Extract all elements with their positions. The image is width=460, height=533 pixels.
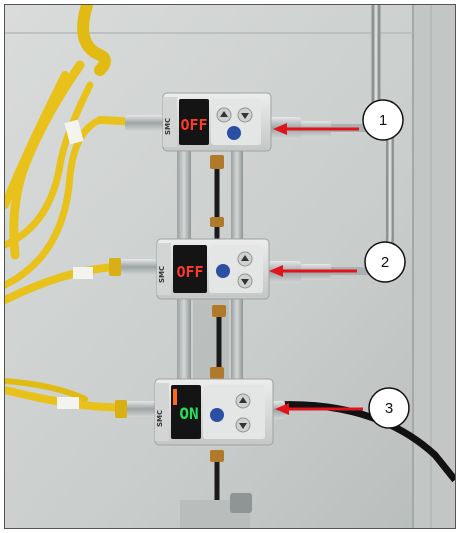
photo-frame: SMC OFF SMC OFF SMC ON <box>4 4 456 529</box>
pressure-sensor-2: SMC OFF <box>156 238 270 300</box>
brand-label: SMC <box>164 118 172 135</box>
callout-number: 2 <box>381 254 389 271</box>
pressure-sensor-1: SMC OFF <box>162 92 272 152</box>
arrowhead <box>275 403 289 415</box>
brand-label: SMC <box>158 266 166 283</box>
set-button <box>210 408 224 422</box>
set-button <box>216 264 230 278</box>
arrowhead <box>269 265 283 277</box>
display-screen <box>173 245 207 293</box>
callout-number: 3 <box>385 400 393 417</box>
display-readout: OFF <box>176 263 203 281</box>
callout-number: 1 <box>379 112 387 129</box>
callout-3: 3 <box>368 387 410 429</box>
m8-connector <box>125 115 165 131</box>
sensor-panel-photo: SMC OFF SMC OFF SMC ON <box>5 5 455 528</box>
callout-1: 1 <box>362 99 404 141</box>
black-hose <box>272 401 455 483</box>
brand-label: SMC <box>156 410 164 427</box>
flow-arrows <box>269 123 363 415</box>
arrowhead <box>273 123 287 135</box>
m8-connector <box>117 259 157 275</box>
callout-2: 2 <box>364 241 406 283</box>
set-button <box>227 126 241 140</box>
display-screen <box>171 385 201 439</box>
pressure-sensor-3: SMC ON <box>154 378 274 446</box>
display-readout: ON <box>179 404 198 423</box>
display-screen <box>179 99 209 145</box>
display-readout: OFF <box>180 116 207 134</box>
